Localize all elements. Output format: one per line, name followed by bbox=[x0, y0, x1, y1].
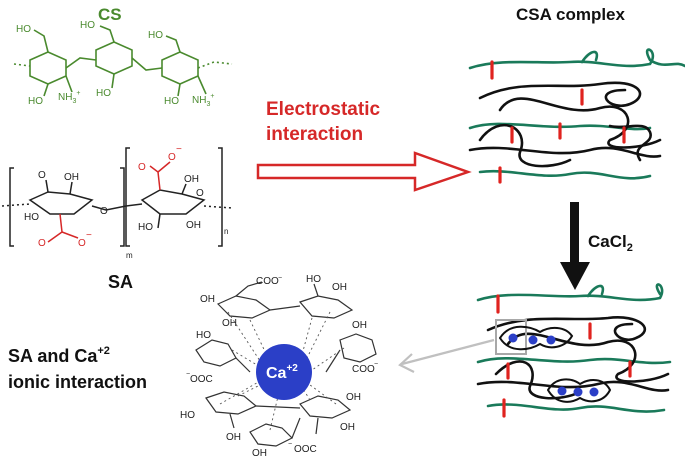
cs-title: CS bbox=[98, 5, 122, 24]
svg-text:HO: HO bbox=[24, 212, 39, 223]
svg-text:−: − bbox=[176, 144, 182, 155]
svg-text:OH: OH bbox=[222, 318, 237, 329]
svg-text:COO: COO bbox=[352, 364, 375, 375]
svg-text:OH: OH bbox=[184, 174, 199, 185]
svg-text:O: O bbox=[78, 238, 86, 249]
svg-text:OOC: OOC bbox=[190, 374, 213, 385]
svg-text:−: − bbox=[278, 275, 282, 282]
svg-text:NH3+: NH3+ bbox=[192, 93, 214, 108]
svg-text:HO: HO bbox=[138, 222, 153, 233]
svg-text:−: − bbox=[374, 361, 378, 368]
sa-title: SA bbox=[108, 272, 133, 292]
cs-ho-label: HO bbox=[16, 24, 31, 35]
cs-ho-label: HO bbox=[164, 96, 179, 107]
svg-text:−: − bbox=[86, 230, 92, 241]
sa-atom-labels: OH O HO O OH O HO OH m n bbox=[24, 170, 228, 260]
svg-text:OH: OH bbox=[64, 172, 79, 183]
svg-text:O: O bbox=[38, 238, 46, 249]
ca-ion-dot bbox=[557, 386, 567, 396]
egg-box-structure bbox=[195, 281, 377, 447]
csa-complex-title: CSA complex bbox=[516, 5, 626, 24]
svg-text:O: O bbox=[168, 152, 176, 163]
svg-text:O: O bbox=[196, 188, 204, 199]
svg-text:n: n bbox=[224, 227, 228, 236]
cs-ho-label: HO bbox=[80, 20, 95, 31]
svg-text:OH: OH bbox=[340, 422, 355, 433]
egg-box-labels: COO − OH HO OH HO OH OH COO − OOC − HO O… bbox=[180, 274, 378, 458]
svg-text:O: O bbox=[138, 162, 146, 173]
csa-complex-crosslinked bbox=[476, 283, 672, 418]
svg-text:OH: OH bbox=[332, 282, 347, 293]
cacl2-label: CaCl2 bbox=[588, 232, 633, 254]
ca-ion-label: Ca+2 bbox=[266, 363, 298, 382]
ca-ion-large bbox=[256, 344, 312, 400]
svg-text:HO: HO bbox=[196, 330, 211, 341]
cs-structure bbox=[13, 25, 233, 97]
svg-text:O: O bbox=[100, 206, 108, 217]
svg-text:HO: HO bbox=[306, 274, 321, 285]
sa-ca-label-line1: SA and Ca+2 bbox=[8, 345, 110, 366]
zoom-arrow bbox=[398, 338, 495, 373]
svg-text:m: m bbox=[126, 251, 133, 260]
cs-ho-label: HO bbox=[96, 88, 111, 99]
interaction-label-line1: Electrostatic bbox=[266, 99, 380, 120]
svg-text:OOC: OOC bbox=[294, 444, 317, 455]
ca-ion-dot bbox=[508, 333, 518, 343]
cacl2-arrow bbox=[560, 202, 590, 290]
ca-ion-dot bbox=[546, 335, 556, 345]
svg-text:O: O bbox=[38, 170, 46, 181]
cs-ho-label: HO bbox=[148, 30, 163, 41]
csa-complex-top bbox=[468, 48, 685, 184]
ca-ion-dot bbox=[589, 387, 599, 397]
sa-carboxylate bbox=[47, 161, 171, 243]
electrostatic-arrow bbox=[256, 151, 472, 192]
svg-text:OH: OH bbox=[226, 432, 241, 443]
svg-text:OH: OH bbox=[346, 392, 361, 403]
svg-text:NH3+: NH3+ bbox=[58, 90, 80, 105]
cs-ho-label: HO bbox=[28, 96, 43, 107]
svg-text:−: − bbox=[288, 441, 292, 448]
ca-ion-dot bbox=[528, 335, 538, 345]
svg-text:OH: OH bbox=[200, 294, 215, 305]
svg-text:OH: OH bbox=[186, 220, 201, 231]
cs-nh3-label: NH bbox=[192, 95, 206, 106]
interaction-label-line2: interaction bbox=[266, 124, 363, 145]
cs-atom-labels: HO HO HO HO HO HO NH3+ NH3+ bbox=[16, 20, 214, 108]
svg-text:HO: HO bbox=[180, 410, 195, 421]
ca-ion-dot bbox=[573, 387, 583, 397]
sa-ca-label-line2: ionic interaction bbox=[8, 372, 147, 392]
cs-nh3-label: NH bbox=[58, 92, 72, 103]
svg-text:OH: OH bbox=[252, 448, 267, 458]
svg-text:COO: COO bbox=[256, 276, 279, 287]
svg-text:−: − bbox=[186, 371, 190, 378]
sa-carboxylate-labels: O O − O O − bbox=[38, 144, 182, 249]
svg-text:OH: OH bbox=[352, 320, 367, 331]
